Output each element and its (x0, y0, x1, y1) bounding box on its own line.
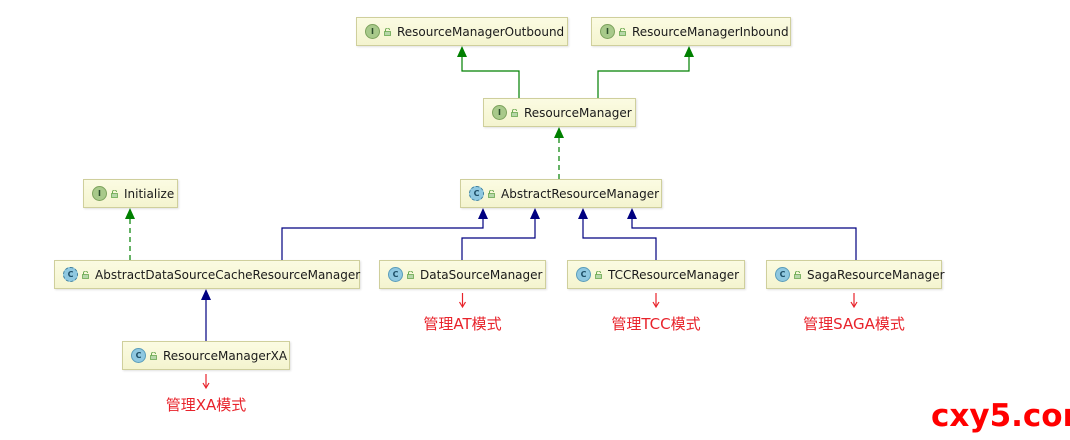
public-visibility-icon (82, 270, 89, 279)
class-name-label: ResourceManagerOutbound (397, 24, 565, 39)
public-visibility-icon (488, 189, 495, 198)
note-arrow-xa (202, 374, 210, 390)
class-name-label: SagaResourceManager (807, 267, 945, 282)
note-arrow-tcc (652, 293, 660, 309)
class-node-resource-manager-inbound[interactable]: I ResourceManagerInbound (591, 17, 791, 46)
public-visibility-icon (794, 270, 801, 279)
edge-tcc-to-arm (578, 208, 657, 260)
public-visibility-icon (384, 27, 391, 36)
edge-xa-to-adscrm (201, 289, 211, 341)
class-name-label: AbstractDataSourceCacheResourceManager (95, 267, 361, 282)
class-name-label: ResourceManagerXA (163, 348, 288, 363)
edge-rm-to-rmi (597, 46, 694, 98)
public-visibility-icon (619, 27, 626, 36)
note-label-xa: 管理XA模式 (165, 396, 247, 414)
public-visibility-icon (595, 270, 602, 279)
public-visibility-icon (111, 189, 118, 198)
class-node-resource-manager-outbound[interactable]: I ResourceManagerOutbound (356, 17, 568, 46)
edge-dsm-to-arm (461, 208, 540, 260)
edge-adscrm-to-init (125, 208, 135, 260)
class-node-initialize[interactable]: I Initialize (83, 179, 178, 208)
class-node-abstract-resource-manager[interactable]: C AbstractResourceManager (460, 179, 662, 208)
edge-arm-to-rm (554, 127, 564, 179)
interface-icon: I (492, 105, 507, 120)
class-name-label: ResourceManager (524, 105, 632, 120)
interface-icon: I (92, 186, 107, 201)
class-node-data-source-manager[interactable]: C DataSourceManager (379, 260, 546, 289)
class-node-saga-resource-manager[interactable]: C SagaResourceManager (766, 260, 945, 289)
class-name-label: ResourceManagerInbound (632, 24, 789, 39)
class-node-resource-manager[interactable]: I ResourceManager (483, 98, 636, 127)
class-icon: C (131, 348, 146, 363)
class-node-tcc-resource-manager[interactable]: C TCCResourceManager (567, 260, 745, 289)
note-arrow-dsm (458, 293, 467, 309)
class-name-label: TCCResourceManager (608, 267, 740, 282)
class-node-abstract-data-source-cache-resource-manager[interactable]: C AbstractDataSourceCacheResourceManager (54, 260, 360, 289)
public-visibility-icon (511, 108, 518, 117)
abstract-class-icon: C (63, 267, 78, 282)
class-name-label: AbstractResourceManager (501, 186, 660, 201)
interface-icon: I (365, 24, 380, 39)
edge-adscrm-to-arm (281, 208, 488, 260)
note-arrow-saga (850, 293, 858, 309)
class-name-label: Initialize (124, 186, 175, 201)
watermark: cxy5.com (931, 398, 1070, 434)
public-visibility-icon (407, 270, 414, 279)
public-visibility-icon (150, 351, 157, 360)
class-name-label: DataSourceManager (420, 267, 543, 282)
class-icon: C (775, 267, 790, 282)
class-icon: C (576, 267, 591, 282)
edge-rm-to-rmo (457, 46, 520, 98)
edge-saga-to-arm (627, 208, 857, 260)
class-icon: C (388, 267, 403, 282)
abstract-class-icon: C (469, 186, 484, 201)
note-label-saga: 管理SAGA模式 (803, 315, 905, 333)
note-label-tcc: 管理TCC模式 (611, 315, 701, 333)
note-label-dsm: 管理AT模式 (423, 315, 502, 333)
interface-icon: I (600, 24, 615, 39)
class-node-resource-manager-xa[interactable]: C ResourceManagerXA (122, 341, 290, 370)
